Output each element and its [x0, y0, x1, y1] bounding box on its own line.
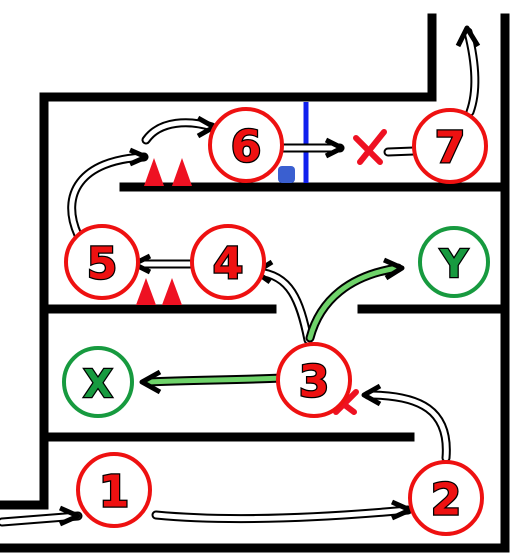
goal-x-circle	[62, 346, 134, 418]
cone-icon	[162, 278, 182, 305]
walls	[0, 13, 510, 553]
cone-icon	[136, 278, 156, 305]
step-3: 3	[276, 342, 352, 418]
step-4: 4	[190, 224, 266, 300]
goal-y-circle	[418, 226, 490, 298]
goal-x-label: X	[83, 362, 112, 406]
step-6: 6	[208, 107, 284, 183]
cone-icon	[172, 158, 192, 186]
step-6-label: 6	[231, 122, 262, 173]
cone-icon	[144, 158, 164, 186]
step-2: 2	[408, 460, 484, 536]
arrow-left-icon	[139, 369, 162, 395]
arrow-left-icon	[361, 383, 382, 407]
goal-y: Y	[418, 226, 490, 298]
step-3-label: 3	[299, 357, 330, 408]
cones-upper	[144, 158, 192, 186]
goal-x: X	[62, 346, 134, 418]
step-7: 7	[412, 108, 488, 184]
step-1: 1	[76, 452, 152, 528]
outer-wall-left	[0, 13, 437, 510]
alt-route-paths	[139, 257, 405, 395]
step-1-label: 1	[99, 467, 130, 518]
goal-y-label: Y	[439, 242, 468, 286]
arrow-right-icon	[128, 147, 149, 167]
step-7-label: 7	[435, 123, 466, 174]
arrow-up-icon	[455, 25, 481, 48]
cones-lower	[136, 278, 182, 305]
step-5-label: 5	[87, 239, 118, 290]
blue-block	[278, 166, 295, 183]
step-2-label: 2	[431, 475, 462, 526]
arrow-right-icon	[324, 137, 345, 159]
arrow-right-icon	[382, 257, 405, 281]
arrow-right-icon	[58, 505, 81, 527]
step-4-label: 4	[213, 239, 244, 290]
step-5: 5	[64, 224, 140, 300]
hazard-cross-upper	[353, 129, 387, 165]
